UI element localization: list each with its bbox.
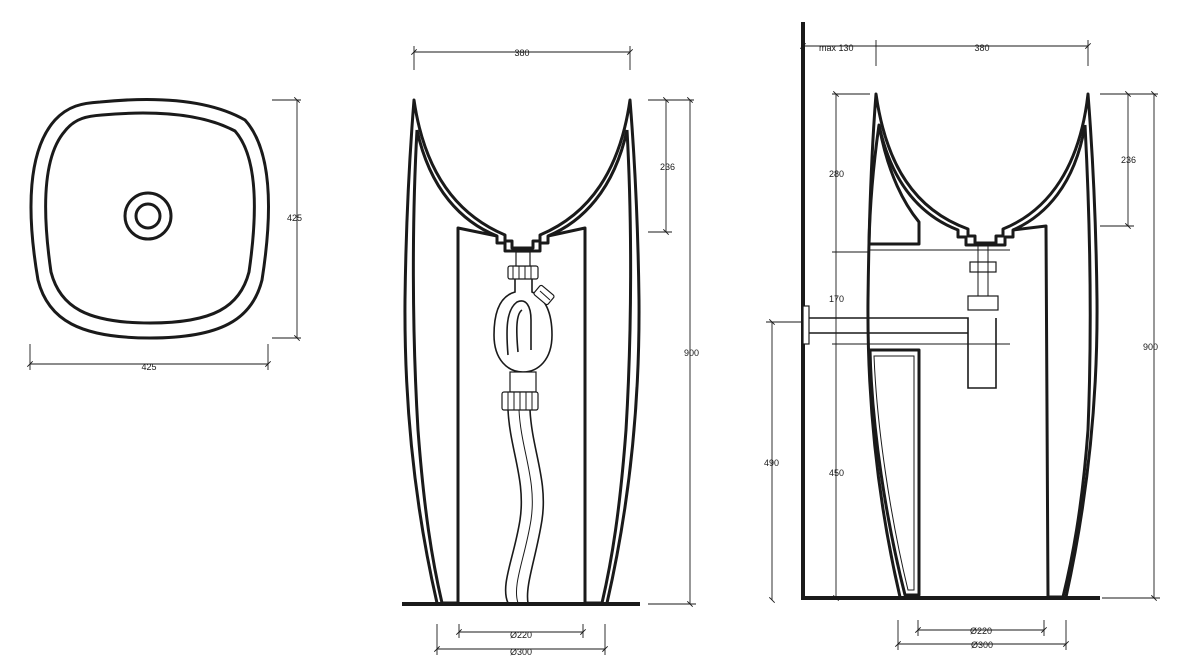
top-width-label: 425 <box>141 362 156 372</box>
basin-outer-rim <box>29 97 271 340</box>
side-inner-base-label: Ø220 <box>970 626 992 636</box>
front-view: 380 236 900 Ø220 Ø300 <box>402 46 699 657</box>
front-right-leg <box>547 129 633 605</box>
basin-inner-rim <box>44 111 256 325</box>
front-outer-base-label: Ø300 <box>510 647 532 657</box>
front-bowl-inner-line <box>415 129 629 253</box>
side-outlet-height-label: 490 <box>764 458 779 468</box>
front-siphon <box>493 251 555 604</box>
side-wall-flange <box>802 305 810 345</box>
side-bowl-depth-label: 236 <box>1121 155 1136 165</box>
side-view: max 130 380 280 170 450 490 236 900 Ø220… <box>764 22 1160 650</box>
side-upper-opening <box>867 123 921 246</box>
side-trap-body <box>969 261 997 273</box>
side-top-width-label: 380 <box>974 43 989 53</box>
side-outlet-pipe <box>809 317 997 389</box>
drain-outer-ring <box>123 191 173 241</box>
front-inner-base-label: Ø220 <box>510 630 532 640</box>
side-trap-nut <box>967 295 999 311</box>
side-lower-opening-inner <box>873 355 915 591</box>
side-bowl-inner-line <box>877 124 1087 247</box>
side-outer-base-label: Ø300 <box>971 640 993 650</box>
side-height-label: 900 <box>1143 342 1158 352</box>
front-top-width-label: 380 <box>514 48 529 58</box>
side-wall-clearance-label: max 130 <box>819 43 854 53</box>
top-depth-label: 425 <box>287 213 302 223</box>
side-upper-opening-label: 280 <box>829 169 844 179</box>
side-lower-opening <box>868 348 921 597</box>
front-bowl-depth-label: 236 <box>660 162 675 172</box>
drain-inner-ring <box>134 202 162 230</box>
front-body-outline <box>403 98 641 604</box>
top-view: 425 425 <box>26 96 302 372</box>
side-body-outline <box>866 92 1099 598</box>
front-height-label: 900 <box>684 348 699 358</box>
side-right-leg <box>1012 124 1092 599</box>
side-service-opening-label: 170 <box>829 294 844 304</box>
side-lower-opening-label: 450 <box>829 468 844 478</box>
front-left-leg <box>411 129 498 605</box>
